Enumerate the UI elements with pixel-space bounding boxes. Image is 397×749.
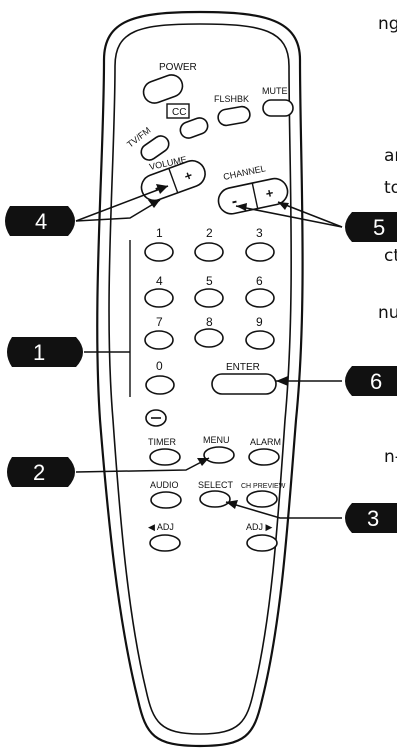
channel-minus-label: -	[230, 193, 239, 211]
flshbk-button[interactable]	[217, 105, 251, 127]
cc-label-box	[166, 103, 190, 119]
digit-7-button[interactable]	[144, 330, 174, 350]
timer-label: TIMER	[148, 437, 176, 447]
callout-lines	[75, 185, 343, 519]
enter-button[interactable]	[211, 373, 277, 395]
callout-5-line-a	[277, 201, 343, 228]
arrowhead-4b	[148, 200, 160, 208]
digit-6-label: 6	[256, 274, 263, 288]
text-fragment: nu.	[378, 303, 397, 323]
callout-4-line-b	[75, 199, 161, 222]
digit-2-label: 2	[206, 226, 213, 240]
select-button[interactable]	[199, 490, 231, 508]
arrowhead-5b	[236, 203, 247, 211]
digit-1-button[interactable]	[144, 242, 174, 262]
channel-plus-label: +	[264, 185, 275, 201]
callout-4-line-a	[75, 185, 169, 222]
callout-2: 2	[7, 457, 75, 487]
digit-3-label: 3	[256, 226, 263, 240]
text-fragment: ct	[384, 246, 397, 266]
cc-button[interactable]	[178, 116, 210, 141]
chpreview-label: CH PREVIEW	[241, 483, 286, 490]
volume-minus-label: -	[152, 179, 163, 197]
power-button[interactable]	[140, 72, 185, 106]
text-fragment: ar-	[384, 146, 397, 166]
audio-button[interactable]	[150, 491, 182, 509]
mute-label: MUTE	[262, 86, 288, 96]
adj-left-label: ◀ ADJ	[148, 522, 174, 532]
channel-rocker[interactable]	[216, 176, 290, 216]
digit-8-button[interactable]	[194, 328, 224, 348]
digit-9-button[interactable]	[245, 330, 275, 350]
arrowhead-4a	[156, 184, 168, 194]
callout-3-badge	[345, 503, 397, 533]
callout-3: 3	[345, 503, 397, 533]
digit-2-button[interactable]	[194, 242, 224, 262]
callout-5: 5	[345, 212, 397, 242]
text-fragment: to	[384, 178, 397, 198]
mute-button[interactable]	[262, 99, 294, 117]
digit-1-label: 1	[156, 226, 163, 240]
callout-3-number: 3	[367, 506, 379, 531]
channel-divider	[251, 182, 259, 209]
callout-5-line-b	[235, 205, 343, 228]
chpreview-button[interactable]	[246, 490, 278, 508]
callout-6: 6	[345, 366, 397, 396]
text-fragment: n-	[384, 447, 397, 467]
text-fragment: ng	[378, 14, 397, 34]
arrowhead-5a	[278, 202, 289, 210]
callout-4: 4	[5, 206, 75, 236]
digit-0-button[interactable]	[145, 375, 175, 395]
timer-button[interactable]	[149, 448, 181, 466]
callout-1-badge	[7, 337, 83, 367]
arrowhead-6	[276, 376, 288, 386]
callout-1: 1	[7, 337, 83, 367]
callout-5-number: 5	[373, 215, 385, 240]
tvfm-button[interactable]	[138, 133, 172, 163]
menu-button[interactable]	[203, 446, 235, 464]
digit-5-button[interactable]	[194, 288, 224, 308]
arrowhead-2	[197, 458, 209, 466]
cc-label: CC	[172, 107, 186, 118]
digit-9-label: 9	[256, 315, 263, 329]
callout-1-number: 1	[33, 340, 45, 365]
power-label: POWER	[159, 62, 197, 73]
digit-3-button[interactable]	[245, 242, 275, 262]
callout-4-number: 4	[35, 209, 47, 234]
flshbk-label: FLSHBK	[214, 94, 249, 104]
adj-left-button[interactable]	[149, 534, 181, 552]
adj-right-button[interactable]	[246, 534, 278, 552]
callout-3-line	[225, 501, 342, 519]
callout-4-badge	[5, 206, 75, 236]
menu-label: MENU	[203, 435, 230, 445]
callout-2-number: 2	[33, 460, 45, 485]
digit-0-label: 0	[156, 359, 163, 373]
callout-2-badge	[7, 457, 75, 487]
alarm-button[interactable]	[248, 448, 280, 466]
callout-6-number: 6	[370, 369, 382, 394]
select-label: SELECT	[198, 480, 234, 490]
callout-arrowheads	[148, 184, 289, 509]
digit-7-label: 7	[156, 315, 163, 329]
volume-divider	[168, 168, 179, 194]
digit-5-label: 5	[206, 274, 213, 288]
audio-label: AUDIO	[150, 480, 179, 490]
digit-8-label: 8	[206, 315, 213, 329]
adj-right-label: ADJ ▶	[246, 522, 273, 532]
enter-label: ENTER	[226, 362, 260, 373]
digit-4-label: 4	[156, 274, 163, 288]
digit-6-button[interactable]	[245, 288, 275, 308]
callout-5-badge	[345, 212, 397, 242]
alarm-label: ALARM	[250, 437, 281, 447]
digit-4-button[interactable]	[144, 288, 174, 308]
callout-6-badge	[345, 366, 397, 396]
arrowhead-3	[226, 500, 238, 509]
